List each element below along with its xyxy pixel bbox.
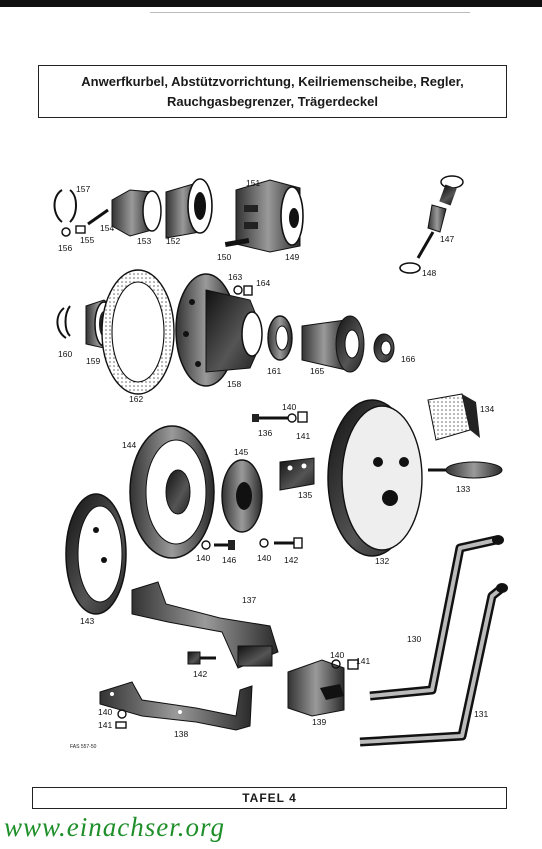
label-158: 158	[227, 379, 241, 389]
label-153: 153	[137, 236, 151, 246]
nut-166	[373, 333, 395, 363]
starting-crank-131	[359, 583, 508, 747]
v-belt-134	[427, 393, 480, 441]
washer-140b	[201, 540, 211, 550]
nut-141c	[115, 721, 127, 729]
ring-161	[267, 315, 293, 361]
crank-holder-139	[287, 659, 345, 717]
circlip-160	[56, 305, 71, 339]
label-139: 139	[312, 717, 326, 727]
label-149: 149	[285, 252, 299, 262]
clutch-housing-149	[235, 179, 304, 253]
washer-156	[61, 227, 71, 237]
hub-sleeve-165	[301, 315, 365, 373]
label-132: 132	[375, 556, 389, 566]
pulley-rim-143	[65, 493, 127, 615]
label-143: 143	[80, 616, 94, 626]
label-165: 165	[310, 366, 324, 376]
regulator-valve-147	[416, 175, 464, 259]
label-140e: 140	[98, 707, 112, 717]
label-131: 131	[474, 709, 488, 719]
label-160: 160	[58, 349, 72, 359]
gasket-162	[101, 269, 175, 395]
label-134: 134	[480, 404, 494, 414]
label-154: 154	[100, 223, 114, 233]
nut-155	[75, 225, 86, 234]
label-161: 161	[267, 366, 281, 376]
label-148: 148	[422, 268, 436, 278]
label-166: 166	[401, 354, 415, 364]
pin-154	[87, 208, 109, 226]
label-147: 147	[440, 234, 454, 244]
label-130: 130	[407, 634, 421, 644]
label-138: 138	[174, 729, 188, 739]
washer-163	[233, 285, 243, 295]
label-140a: 140	[282, 402, 296, 412]
label-142b: 142	[193, 669, 207, 679]
label-159: 159	[86, 356, 100, 366]
pulley-half-144	[129, 425, 215, 559]
bolt-146	[214, 540, 235, 550]
label-135: 135	[298, 490, 312, 500]
bearing-cover-158	[175, 273, 263, 387]
title-box: Anwerfkurbel, Abstützvorrichtung, Keilri…	[38, 65, 507, 118]
label-137: 137	[242, 595, 256, 605]
label-133: 133	[456, 484, 470, 494]
top-thin-line	[150, 12, 470, 13]
washer-140c	[259, 538, 269, 548]
label-136: 136	[258, 428, 272, 438]
washer-140d	[331, 659, 341, 669]
label-141a: 141	[296, 431, 310, 441]
label-146: 146	[222, 555, 236, 565]
top-border-bar	[0, 0, 542, 7]
bolt-142b	[187, 651, 216, 665]
label-140c: 140	[257, 553, 271, 563]
label-156: 156	[58, 243, 72, 253]
plate-135	[279, 457, 315, 491]
label-164: 164	[256, 278, 270, 288]
key-150	[224, 237, 250, 248]
label-155: 155	[80, 235, 94, 245]
circlip-157	[53, 189, 77, 223]
flange-145	[221, 459, 263, 533]
hub-153	[111, 189, 162, 237]
starting-crank-130	[369, 535, 504, 701]
label-142a: 142	[284, 555, 298, 565]
sleeve-152	[165, 178, 213, 239]
label-145: 145	[234, 447, 248, 457]
nut-141b	[347, 659, 359, 670]
bolt-136	[252, 411, 308, 423]
nut-164	[243, 285, 253, 296]
drawing-code: FAS 557-50	[70, 744, 97, 750]
label-140d: 140	[330, 650, 344, 660]
watermark-url[interactable]: www.einachser.org	[4, 812, 226, 842]
title-line-2: Rauchgasbegrenzer, Trägerdeckel	[167, 94, 378, 109]
label-162: 162	[129, 394, 143, 404]
label-152: 152	[166, 236, 180, 246]
belt-pulley-132	[327, 399, 423, 557]
label-140b: 140	[196, 553, 210, 563]
label-141c: 141	[98, 720, 112, 730]
label-151: 151	[246, 178, 260, 188]
label-141b: 141	[356, 656, 370, 666]
plate-label: TAFEL 4	[242, 791, 297, 805]
label-150: 150	[217, 252, 231, 262]
label-144: 144	[122, 440, 136, 450]
crank-handle-133	[428, 461, 503, 479]
support-bracket-137	[131, 581, 279, 669]
label-163: 163	[228, 272, 242, 282]
bolt-142a	[274, 537, 303, 549]
title-line-1: Anwerfkurbel, Abstützvorrichtung, Keilri…	[81, 74, 464, 89]
washer-140e	[117, 709, 127, 719]
label-157: 157	[76, 184, 90, 194]
ring-148	[399, 262, 421, 274]
plate-box: TAFEL 4	[32, 787, 507, 809]
bracket-138	[99, 681, 253, 731]
